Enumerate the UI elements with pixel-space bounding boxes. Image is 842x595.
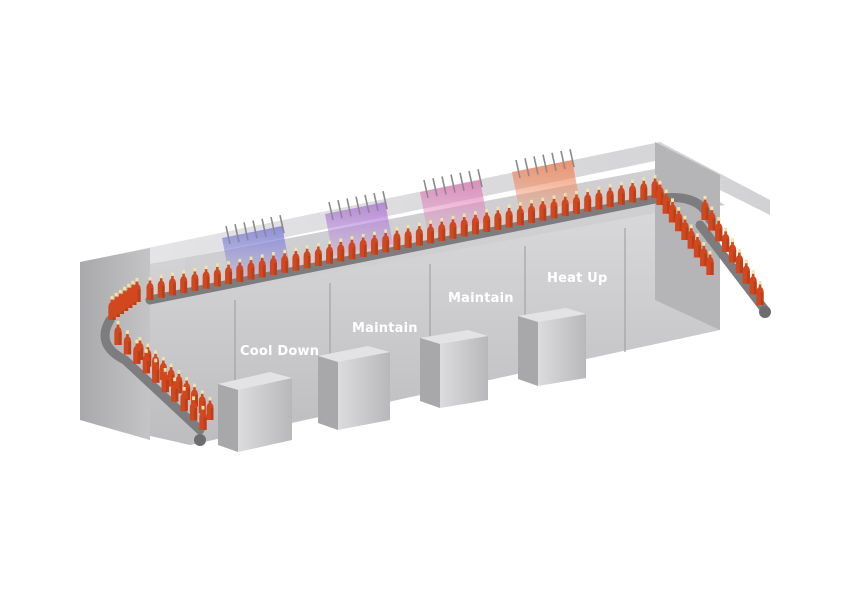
bottle <box>706 250 714 275</box>
bottle <box>700 242 708 267</box>
bottle <box>460 213 468 237</box>
bottle <box>749 270 757 295</box>
bottle <box>161 368 169 393</box>
bottle <box>617 181 625 205</box>
bottle <box>404 224 412 248</box>
bottle <box>199 405 207 430</box>
bottle <box>483 209 491 232</box>
zone-label-maintain-2: Maintain <box>448 291 514 306</box>
conveyor-roller-left <box>194 434 206 446</box>
bottle <box>202 265 210 289</box>
bottle <box>721 227 730 252</box>
bottle <box>606 184 614 208</box>
bottle <box>756 280 764 305</box>
bottle <box>595 186 603 210</box>
bottle <box>584 188 592 212</box>
spray-head-3 <box>420 169 488 234</box>
bottle <box>393 227 401 251</box>
bottle <box>152 358 160 383</box>
bottle <box>314 243 322 266</box>
bottle <box>505 204 513 228</box>
bottle <box>728 238 737 263</box>
bottle <box>438 218 446 242</box>
bottle <box>180 270 188 294</box>
bottle <box>236 258 244 282</box>
pump-box-heat-up <box>518 308 586 386</box>
bottle <box>640 177 648 201</box>
bottle <box>382 229 390 253</box>
bottle <box>303 245 311 269</box>
bottle <box>668 198 677 223</box>
bottle <box>213 263 221 287</box>
bottle <box>494 206 502 230</box>
bottle <box>123 330 132 355</box>
bottle <box>427 220 435 244</box>
bottle <box>170 377 179 402</box>
bottle <box>471 211 479 235</box>
bottle <box>687 224 695 249</box>
bottle <box>662 189 670 214</box>
zone-label-maintain-1: Maintain <box>352 321 418 336</box>
bottle <box>359 233 367 257</box>
bottle <box>269 252 277 276</box>
bottle <box>133 277 141 302</box>
zone-label-cool-down: Cool Down <box>240 344 319 359</box>
bottle <box>225 261 233 285</box>
bottle <box>550 195 558 219</box>
bottle <box>206 397 214 420</box>
pump-box-maintain-2 <box>420 330 488 408</box>
bottle <box>326 240 334 264</box>
bottle <box>735 248 744 274</box>
bottle <box>701 195 709 220</box>
bottle <box>142 349 151 374</box>
zone-labels: Cool Down Maintain Maintain Heat Up <box>240 271 607 359</box>
bottle <box>133 339 141 364</box>
pump-box-maintain-1 <box>318 346 390 430</box>
bottle <box>415 222 423 246</box>
zone-label-heat-up: Heat Up <box>547 271 607 286</box>
bottle <box>629 179 637 203</box>
bottle <box>528 199 536 223</box>
bottle <box>168 272 176 296</box>
pump-box-cool-down <box>218 372 292 452</box>
bottle <box>561 193 569 217</box>
bottle <box>708 206 716 231</box>
bottles <box>108 175 764 430</box>
bottle <box>572 190 580 214</box>
bottle <box>449 215 457 239</box>
bottle <box>693 233 702 258</box>
pump-boxes <box>218 308 586 452</box>
bottle <box>681 215 689 240</box>
bottle <box>675 207 683 232</box>
bottle <box>742 259 750 284</box>
bottle <box>258 254 266 278</box>
bottle <box>292 247 300 271</box>
bottle <box>146 277 154 300</box>
bottle <box>157 274 165 298</box>
bottle <box>715 217 723 242</box>
bottle <box>247 256 255 280</box>
bottle <box>189 396 198 421</box>
bottle <box>656 180 664 205</box>
conveyor-roller-right <box>759 306 771 318</box>
bottle <box>114 320 122 345</box>
bottle <box>281 249 289 273</box>
bottle <box>348 236 356 260</box>
bottle <box>191 267 199 291</box>
bottle <box>539 197 547 221</box>
bottle <box>337 238 345 262</box>
bottle <box>516 202 524 226</box>
bottle <box>370 231 378 255</box>
bottle <box>180 386 188 412</box>
